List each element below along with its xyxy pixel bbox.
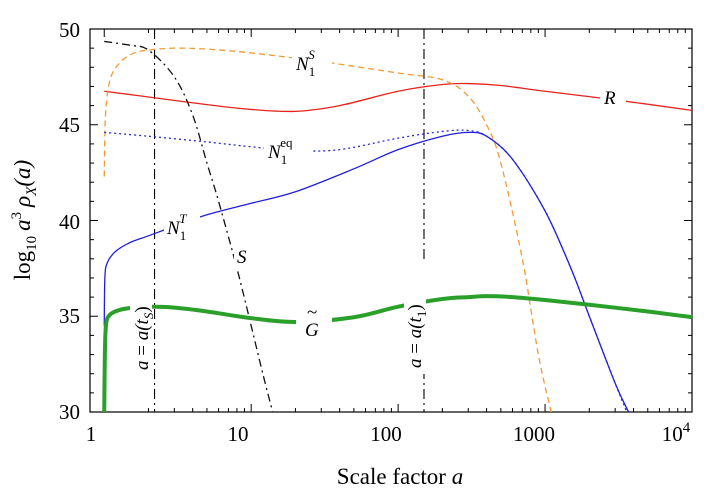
vline-label-t1-rhs: a(t [405,316,426,338]
label-mask [130,258,152,378]
vline-label-tS-close: ) [132,306,153,312]
vline-label-tS-sub: S [141,312,156,319]
label-mask [264,136,312,166]
vline-label-t1-a: a [405,359,426,369]
label-N1S-sup: S [308,47,315,62]
label-N1eq-sub: 1 [281,152,288,167]
label-N1eq-sup: eq [280,135,293,150]
label-N1T-sup: T [179,211,187,226]
x-tick-label: 104 [662,420,691,446]
label-G: G [305,320,319,341]
label-R: R [603,88,616,109]
y-axis-title-log-sub: 10 [24,236,40,251]
label-S: S [237,247,247,268]
label-mask [164,212,200,242]
label-mask [292,46,332,78]
x-tick-label: 10 [228,422,249,446]
axis-ticks [90,28,693,413]
vline-label-t1: a = a(t1) [405,304,429,368]
label-G-tilde: ~ [307,302,317,323]
series-line-r [104,82,693,113]
series-line-g [102,294,693,413]
vline-label-t1-sub: 1 [414,311,429,318]
label-N1S-sub: 1 [309,64,316,79]
y-axis-title-log: log [10,250,35,280]
y-tick-label: 45 [59,113,80,137]
label-N1eq: N1 eq [267,135,293,167]
x-tick-label-base: 10 [662,422,683,446]
label-N1S-base: N [295,54,310,75]
vline-label-tS-eq: = [132,340,153,360]
label-mask [296,312,332,342]
y-axis-title: log10 a3 ρX(a) [9,160,40,280]
y-tick-label: 30 [59,400,80,424]
y-axis-title-a-sup: 3 [9,212,25,220]
vline-label-tS: a = a(tS) [132,306,156,370]
series-line-s [104,40,274,413]
label-N1eq-base: N [267,142,282,163]
x-tick-label-exp: 4 [683,420,691,436]
series-line-n1s [103,47,552,413]
x-axis-title-var: a [452,464,464,489]
label-mask [600,85,626,109]
y-axis-title-rho-sub: X [24,186,40,197]
y-axis-title-arg: (a) [10,160,35,187]
y-tick-label: 40 [59,210,80,234]
vline-label-tS-a: a [132,361,153,371]
x-tick-label: 1000 [513,422,555,446]
label-mask [404,262,426,374]
x-tick-label: 100 [370,422,402,446]
y-axis-title-a: a [10,219,35,231]
series-line-n1t [103,131,630,413]
x-axis-title: Scale factor a [337,464,463,489]
label-N1T-sub: 1 [180,228,187,243]
curve-labels: R N1S N1eq N1T S G ~ a = a(tS) a = a(t1) [130,46,626,378]
vline-label-tS-rhs: a(t [132,318,153,340]
y-tick-label: 35 [59,304,80,328]
label-N1T: N1 T [166,211,187,243]
vline-label-t1-close: ) [405,304,426,310]
label-mask [234,244,254,268]
label-N1T-base: N [166,218,181,239]
x-tick-label: 1 [86,422,97,446]
series-line-n1eq [104,129,628,413]
series-group [102,40,693,413]
vline-label-t1-eq: = [405,338,426,358]
label-N1S: N1 S [295,47,315,79]
vertical-markers [154,29,425,412]
y-axis-title-rho: ρ [10,196,35,208]
x-axis-title-prefix: Scale factor [337,464,452,489]
y-tick-label: 50 [59,18,80,42]
